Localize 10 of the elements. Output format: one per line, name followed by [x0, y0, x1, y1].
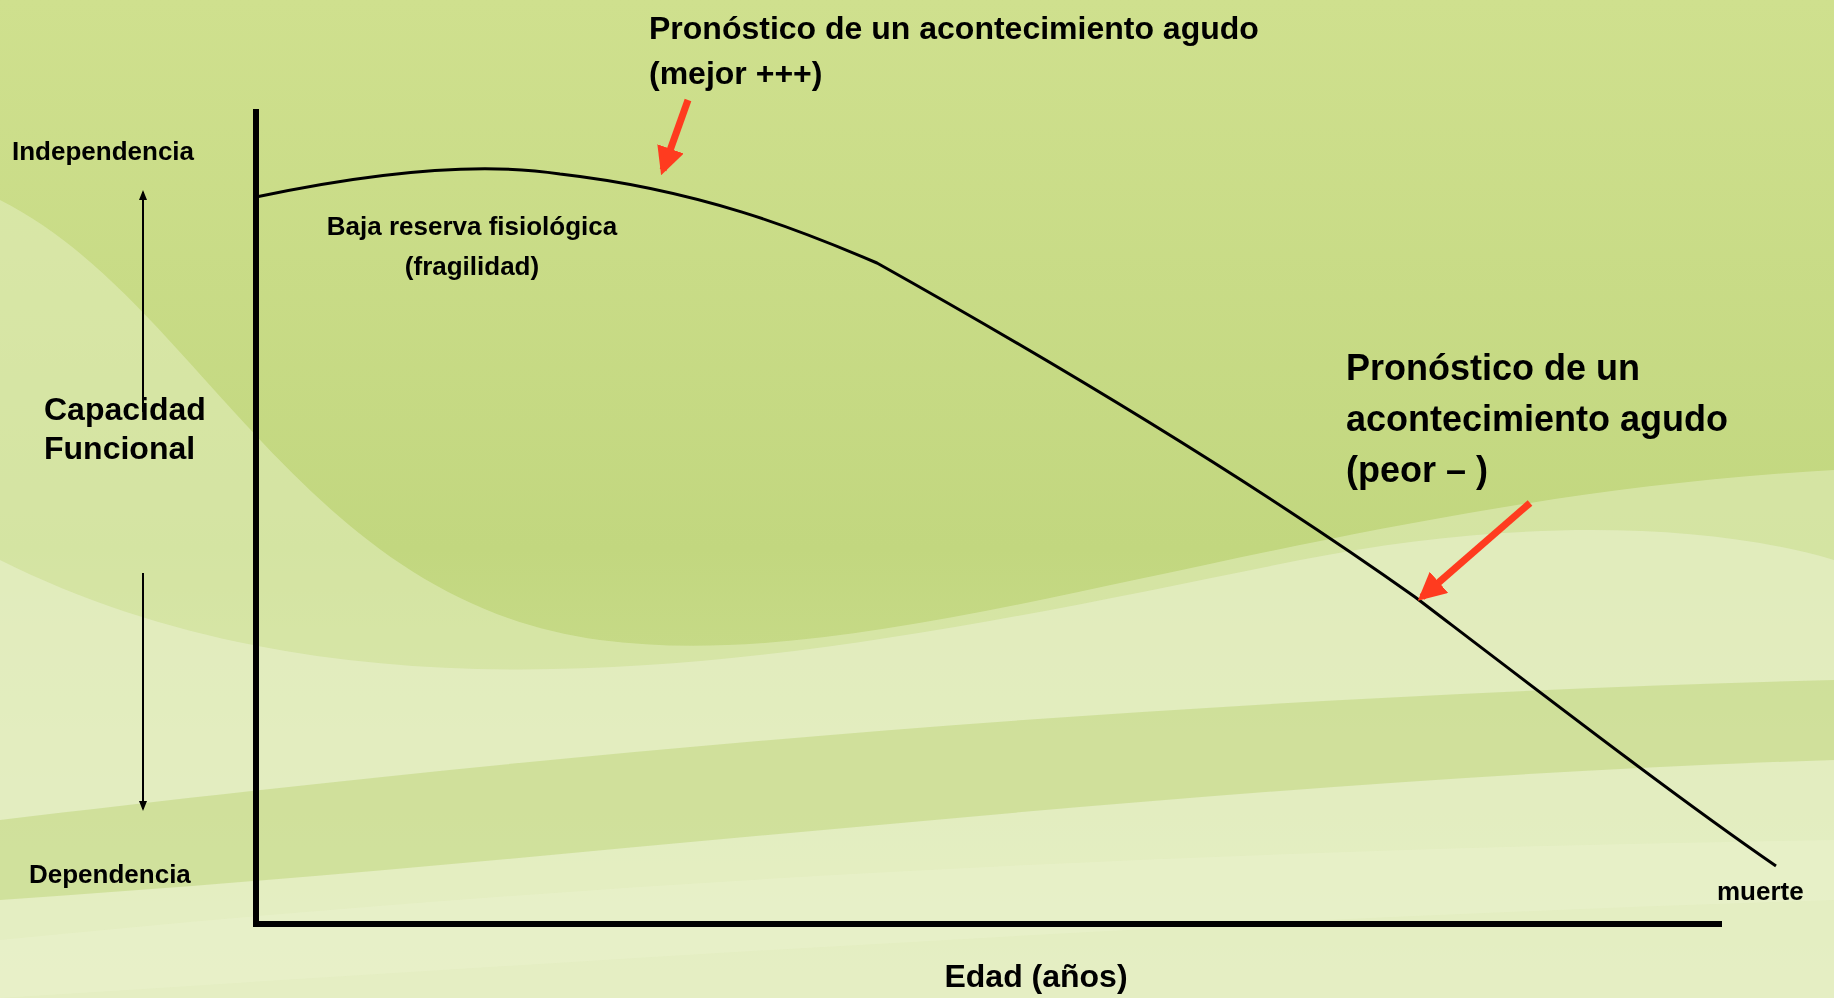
end-label: muerte — [1717, 876, 1804, 907]
axis-label: Independencia — [12, 136, 195, 167]
axis-title: Capacidad Funcional — [44, 390, 207, 468]
axis-label: Dependencia — [29, 859, 191, 890]
leader-arrow — [1417, 500, 1533, 601]
axis-title: Edad (años) — [943, 958, 1129, 995]
annotation-text: Pronóstico de un acontecimiento agudo (mejor +++) — [649, 6, 1269, 96]
leader-arrow — [657, 98, 692, 176]
curve-label: Baja reserva fisiológica (fragilidad) — [325, 210, 619, 283]
annotation-text: Pronóstico de un acontecimiento agudo (peor – ) — [1346, 342, 1816, 495]
